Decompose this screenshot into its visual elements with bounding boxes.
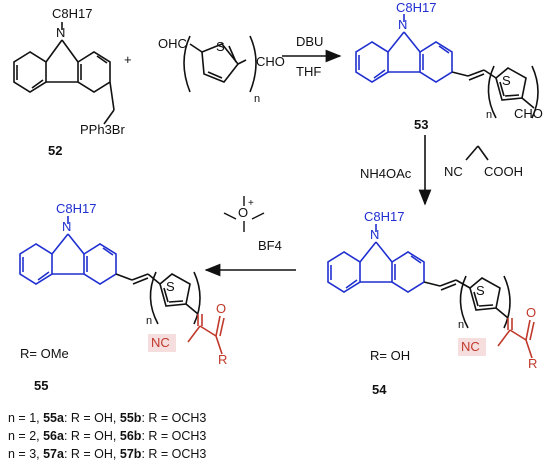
plus-sign: + bbox=[124, 52, 132, 67]
footnote-line: n = 3, 57a: R = OH, 57b: R = OCH3 bbox=[8, 445, 206, 463]
compound-53-nitrogen: N bbox=[398, 17, 408, 32]
compound-54-id: 54 bbox=[372, 382, 387, 397]
footnote-r-b: : R = OCH3 bbox=[141, 429, 207, 443]
footnote-n: n = 2, bbox=[8, 429, 44, 443]
compound-54-sulfur: S bbox=[476, 283, 485, 298]
aldehyde-left-group: OHC bbox=[158, 36, 187, 51]
trimethyloxonium-structure bbox=[223, 196, 265, 232]
aldehyde-right-group: CHO bbox=[256, 54, 285, 69]
footnote-compound-b: 55b bbox=[119, 411, 142, 425]
reagent-thf: THF bbox=[296, 64, 322, 79]
aldehyde-reagent-structure bbox=[183, 35, 257, 93]
footnotes: n = 1, 55a: R = OH, 55b: R = OCH3 n = 2,… bbox=[8, 409, 206, 463]
footnote-r-a: : R = OH, bbox=[63, 429, 120, 443]
footnote-compound-b: 56b bbox=[119, 429, 142, 443]
reagent-cyanoacetic-nc: NC bbox=[444, 164, 463, 179]
footnote-r-b: : R = OCH3 bbox=[141, 411, 207, 425]
compound-54-structure bbox=[327, 224, 535, 359]
compound-55-carbonyl-oxygen: O bbox=[216, 301, 227, 316]
reagent-dbu: DBU bbox=[296, 34, 324, 49]
compound-55-sulfur: S bbox=[166, 279, 175, 294]
compound-52-id: 52 bbox=[48, 143, 63, 158]
compound-55-structure bbox=[19, 216, 225, 355]
footnote-n: n = 3, bbox=[8, 447, 44, 461]
compound-55-r-group: R bbox=[218, 352, 228, 367]
footnote-line: n = 2, 56a: R = OH, 56b: R = OCH3 bbox=[8, 427, 206, 445]
footnote-r-b: : R = OCH3 bbox=[141, 447, 207, 461]
compound-55-id: 55 bbox=[34, 378, 49, 393]
compound-53-sulfur: S bbox=[502, 73, 511, 88]
compound-53-id: 53 bbox=[414, 117, 429, 132]
footnote-n: n = 1, bbox=[8, 411, 44, 425]
compound-52-nitrogen: N bbox=[56, 25, 66, 40]
compound-54-r-definition: R= OH bbox=[370, 348, 411, 363]
footnote-compound-b: 57b bbox=[119, 447, 142, 461]
compound-55-alkyl-label: C8H17 bbox=[56, 201, 97, 216]
aldehyde-sulfur: S bbox=[216, 39, 225, 54]
footnote-line: n = 1, 55a: R = OH, 55b: R = OCH3 bbox=[8, 409, 206, 427]
oxonium-oxygen: O bbox=[238, 205, 249, 220]
footnote-r-a: : R = OH, bbox=[63, 411, 120, 425]
footnote-compound-a: 57a bbox=[43, 447, 64, 461]
tetrafluoroborate-anion: BF4 bbox=[258, 238, 282, 253]
oxonium-charge: + bbox=[248, 198, 254, 209]
compound-52-structure bbox=[13, 22, 115, 125]
compound-54-alkyl-label: C8H17 bbox=[364, 209, 405, 224]
compound-53-structure bbox=[355, 14, 539, 119]
compound-55-nitrile: NC bbox=[151, 335, 170, 350]
compound-52-alkyl-label: C8H17 bbox=[52, 6, 93, 21]
footnote-r-a: : R = OH, bbox=[63, 447, 120, 461]
compound-54-carbonyl-oxygen: O bbox=[526, 305, 537, 320]
reagent-ammonium-acetate: NH4OAc bbox=[360, 166, 412, 181]
compound-53-alkyl-label: C8H17 bbox=[396, 0, 437, 15]
compound-54-repeat: n bbox=[458, 319, 465, 331]
compound-55-r-definition: R= OMe bbox=[20, 346, 69, 361]
compound-53-repeat: n bbox=[486, 109, 493, 121]
compound-53-end-group: CHO bbox=[514, 106, 543, 121]
compound-52-substituent: PPh3Br bbox=[80, 122, 125, 137]
reagent-cyanoacetic-cooh: COOH bbox=[484, 164, 523, 179]
compound-54-r-group: R bbox=[528, 356, 538, 371]
footnote-compound-a: 56a bbox=[43, 429, 64, 443]
compound-55-repeat: n bbox=[146, 315, 153, 327]
compound-55-nitrogen: N bbox=[62, 219, 72, 234]
aldehyde-repeat: n bbox=[254, 93, 261, 105]
nitrile-highlight-55 bbox=[148, 334, 176, 352]
nitrile-highlight-54 bbox=[458, 338, 486, 356]
cyanoacetic-acid-structure bbox=[465, 145, 489, 161]
compound-54-nitrile: NC bbox=[461, 339, 480, 354]
footnote-compound-a: 55a bbox=[43, 411, 64, 425]
compound-54-nitrogen: N bbox=[370, 227, 380, 242]
